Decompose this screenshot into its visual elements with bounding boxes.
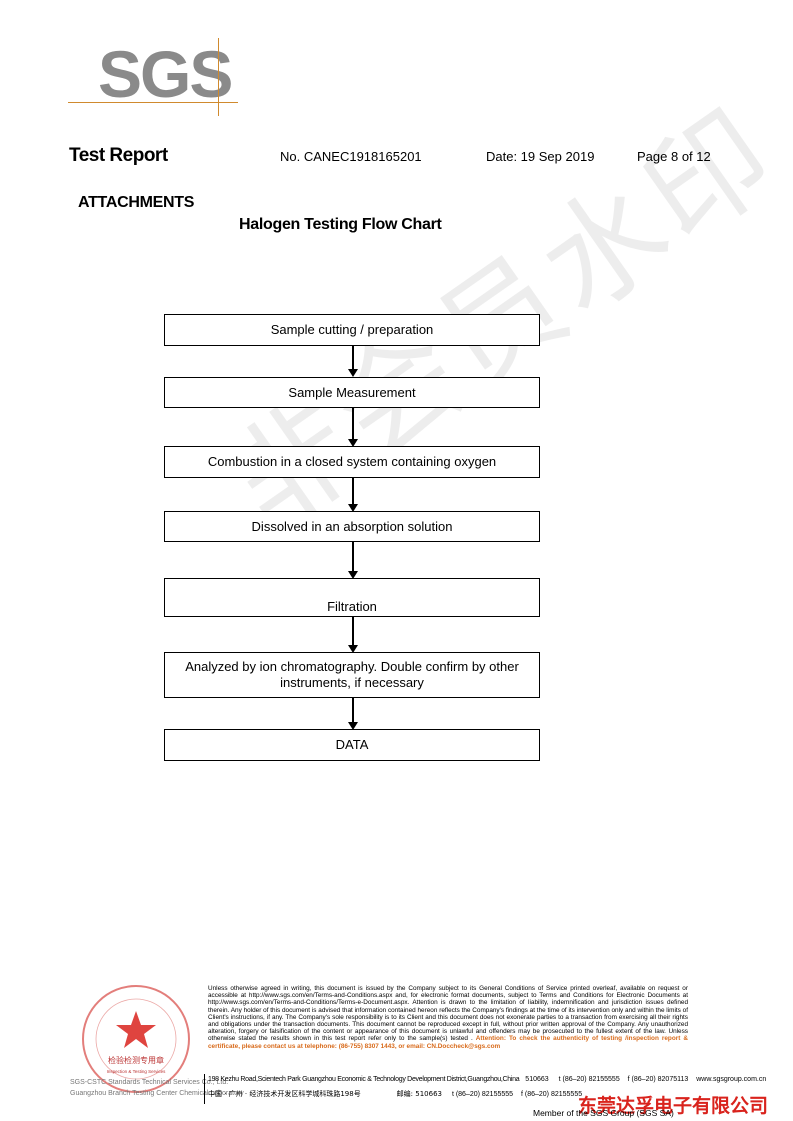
lab-name-line2: Guangzhou Branch Testing Center Chemical… bbox=[70, 1090, 244, 1097]
flow-arrow bbox=[352, 408, 354, 440]
flow-step-label: Combustion in a closed system containing… bbox=[207, 454, 497, 469]
member-statement: Member of the SGS Group (SGS SA) bbox=[533, 1108, 674, 1118]
address-row-en: 198 Kezhu Road,Scientech Park Guangzhou … bbox=[208, 1076, 766, 1083]
flow-step-analysis: Analyzed by ion chromatography. Double c… bbox=[164, 652, 540, 698]
sgs-logo: SGS bbox=[68, 37, 238, 116]
flow-step-cutting: Sample cutting / preparation bbox=[164, 314, 540, 346]
flow-step-label: Dissolved in an absorption solution bbox=[251, 519, 453, 534]
lab-name: SGS-CSTC Standards Technical Services Co… bbox=[70, 1077, 244, 1099]
footer-disclaimer: Unless otherwise agreed in writing, this… bbox=[208, 985, 688, 1050]
page-number: Page 8 of 12 bbox=[637, 149, 711, 164]
flow-step-label-line2: instruments, if necessary bbox=[280, 675, 424, 690]
fax-cn: f (86–20) 82155555 bbox=[521, 1091, 583, 1098]
company-watermark: 东莞达孚电子有限公司 bbox=[578, 1095, 769, 1117]
address-en: 198 Kezhu Road,Scientech Park Guangzhou … bbox=[208, 1076, 520, 1083]
address-cn: 中国 · 广州 · 经济技术开发区科学城科珠路198号 bbox=[208, 1090, 361, 1098]
flow-step-label: DATA bbox=[335, 737, 369, 752]
report-date: Date: 19 Sep 2019 bbox=[486, 149, 595, 164]
flow-step-measurement: Sample Measurement bbox=[164, 377, 540, 408]
report-number: No. CANEC1918165201 bbox=[280, 149, 422, 164]
arrow-head-icon bbox=[348, 645, 358, 653]
arrow-head-icon bbox=[348, 439, 358, 447]
flow-arrow bbox=[352, 698, 354, 723]
flow-chart-title: Halogen Testing Flow Chart bbox=[239, 216, 442, 233]
logo-text: SGS bbox=[98, 37, 233, 111]
flow-step-label-line1: Analyzed by ion chromatography. Double c… bbox=[185, 659, 519, 674]
postcode-cn: 邮编: 510663 bbox=[396, 1090, 442, 1098]
arrow-head-icon bbox=[348, 369, 358, 377]
telephone-cn: t (86–20) 82155555 bbox=[451, 1091, 514, 1098]
flow-step-data: DATA bbox=[164, 729, 540, 761]
flow-arrow bbox=[352, 346, 354, 370]
flow-step-filtration: Filtration bbox=[164, 578, 540, 617]
flow-step-label: Sample Measurement bbox=[288, 385, 416, 400]
inspection-stamp-icon: 检验检测专用章 Inspection & Testing Services bbox=[82, 985, 190, 1093]
stamp-subtext: Inspection & Testing Services bbox=[107, 1069, 166, 1074]
flow-arrow bbox=[352, 617, 354, 646]
arrow-head-icon bbox=[348, 504, 358, 512]
flow-step-dissolution: Dissolved in an absorption solution bbox=[164, 511, 540, 542]
arrow-head-icon bbox=[348, 571, 358, 579]
flow-step-label: Sample cutting / preparation bbox=[270, 322, 434, 337]
postcode-en: 510663 bbox=[525, 1076, 549, 1083]
logo-rule-horizontal bbox=[68, 102, 238, 103]
section-title: ATTACHMENTS bbox=[78, 194, 195, 211]
report-title: Test Report bbox=[69, 145, 168, 166]
telephone: t (86–20) 82155555 bbox=[558, 1076, 620, 1083]
address-row-cn: 中国 · 广州 · 经济技术开发区科学城科珠路198号 邮编: 510663 t… bbox=[208, 1089, 582, 1099]
footer-divider bbox=[204, 1074, 205, 1104]
watermark-text: 非会员水印 bbox=[190, 59, 793, 563]
disclaimer-text: Unless otherwise agreed in writing, this… bbox=[208, 985, 688, 1043]
website: www.sgsgroup.com.cn bbox=[696, 1076, 767, 1083]
arrow-head-icon bbox=[348, 722, 358, 730]
flow-arrow bbox=[352, 542, 354, 572]
fax-en: f (86–20) 82075113 bbox=[627, 1076, 689, 1083]
authenticity-notice: Attention: To check the authenticity of … bbox=[208, 1035, 688, 1050]
lab-name-line1: SGS-CSTC Standards Technical Services Co… bbox=[70, 1079, 229, 1086]
logo-rule-vertical bbox=[218, 38, 219, 116]
flow-arrow bbox=[352, 478, 354, 505]
flow-step-combustion: Combustion in a closed system containing… bbox=[164, 446, 540, 478]
stamp-text: 检验检测专用章 bbox=[108, 1055, 164, 1065]
flow-step-label: Filtration bbox=[327, 599, 377, 614]
